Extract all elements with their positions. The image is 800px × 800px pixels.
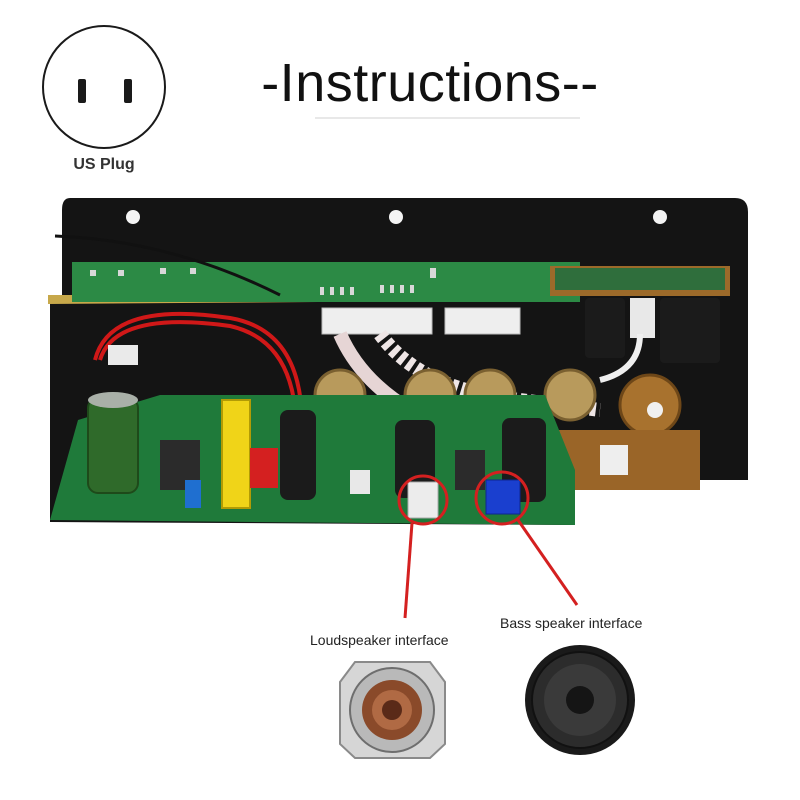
us-plug-label: US Plug — [73, 156, 135, 173]
bass-speaker-image — [525, 645, 635, 755]
bass-callout-ring — [474, 470, 530, 526]
control-pcb — [72, 262, 580, 302]
loudspeaker-interface-label: Loudspeaker interface — [310, 632, 449, 648]
filter-capacitor — [87, 397, 139, 494]
transformer — [221, 399, 251, 509]
bass-callout-line — [516, 519, 579, 606]
mount-hole — [653, 210, 667, 224]
mount-hole — [389, 210, 403, 224]
loudspeaker-callout-ring — [397, 474, 449, 526]
bass-connector — [485, 479, 521, 515]
plug-prong-left — [78, 79, 86, 103]
loudspeaker-connector — [407, 481, 439, 519]
mount-hole — [126, 210, 140, 224]
loudspeaker-image — [339, 661, 446, 759]
us-plug-icon — [42, 25, 166, 149]
bass-speaker-interface-label: Bass speaker interface — [500, 615, 643, 631]
plug-prong-right — [124, 79, 132, 103]
page-title: -Instructions-- — [261, 53, 599, 113]
loudspeaker-callout-line — [403, 522, 414, 619]
